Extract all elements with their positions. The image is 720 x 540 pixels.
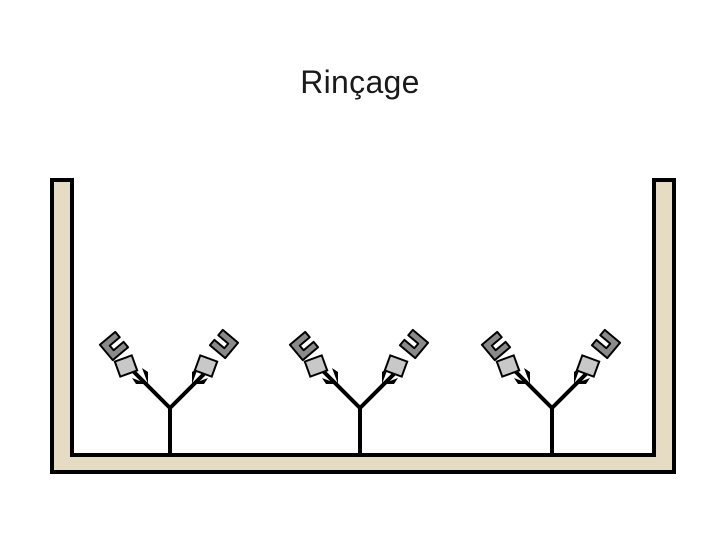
antibody-antigen-complex-1: [100, 330, 238, 455]
well-container: [52, 180, 674, 472]
antibody-antigen-complex-2: [290, 330, 428, 455]
antibody-antigen-complex-3: [482, 330, 620, 455]
